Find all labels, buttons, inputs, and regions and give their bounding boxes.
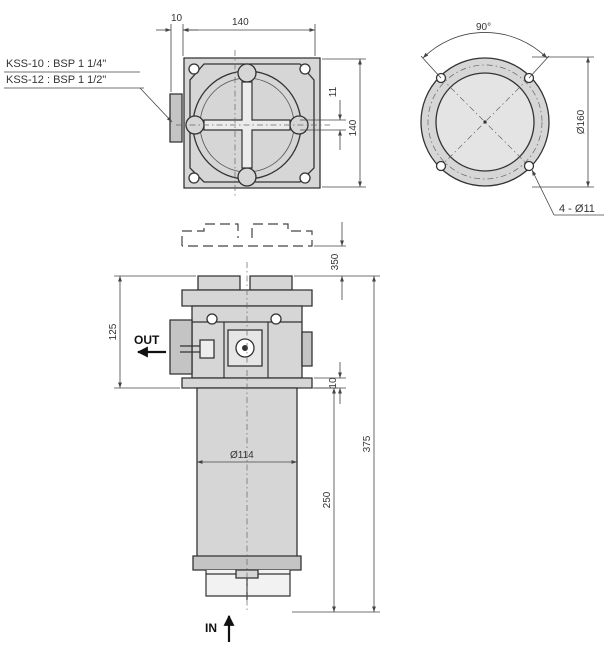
top-view-dimensions: 10 140 140 11	[156, 13, 366, 188]
flange-view	[420, 57, 550, 187]
removal-clearance-cap	[181, 223, 313, 247]
dim-top-height: 140	[348, 119, 359, 136]
port-size-callout: KSS-10 : BSP 1 1/4" KSS-12 : BSP 1 1/2"	[4, 58, 173, 123]
callout-holes: 4 - Ø11	[559, 203, 595, 215]
flow-indicators: OUT IN	[134, 333, 235, 642]
front-view-dimensions: 350 125 10 375 250 Ø114	[108, 222, 380, 613]
cap-left	[197, 275, 241, 291]
dim-head-height: 125	[108, 323, 119, 340]
port-out-label: OUT	[134, 333, 160, 347]
dim-top-left-offset: 10	[171, 13, 183, 24]
dim-bolt-angle: 90°	[476, 22, 491, 33]
dim-bowl-diameter: Ø114	[230, 450, 254, 461]
flange-bolt-hole	[523, 160, 535, 172]
callout-kss10: KSS-10 : BSP 1 1/4"	[6, 58, 106, 70]
corner-bolt-hole	[299, 63, 311, 75]
corner-bolt-hole	[188, 63, 200, 75]
flange-view-dimensions: 90° Ø160 4 - Ø11	[420, 22, 604, 216]
dim-flange-thickness: 10	[328, 377, 339, 389]
dim-overall-height: 375	[362, 435, 373, 452]
top-view	[169, 50, 330, 196]
dim-bolt-circle: Ø160	[576, 109, 587, 134]
dim-top-rib: 11	[328, 86, 339, 97]
dim-bowl-height: 250	[322, 491, 333, 508]
front-view	[169, 262, 313, 612]
callout-kss12: KSS-12 : BSP 1 1/2"	[6, 74, 106, 86]
out-port-boss	[169, 319, 193, 375]
flange-bolt-hole	[435, 160, 447, 172]
port-boss-top	[169, 93, 183, 143]
cap-right	[249, 275, 293, 291]
corner-bolt-hole	[299, 172, 311, 184]
dim-top-width: 140	[232, 17, 249, 28]
dim-removal-clearance: 350	[330, 253, 341, 270]
strainer-cage	[205, 570, 291, 597]
corner-bolt-hole	[188, 172, 200, 184]
port-in-label: IN	[205, 621, 217, 635]
